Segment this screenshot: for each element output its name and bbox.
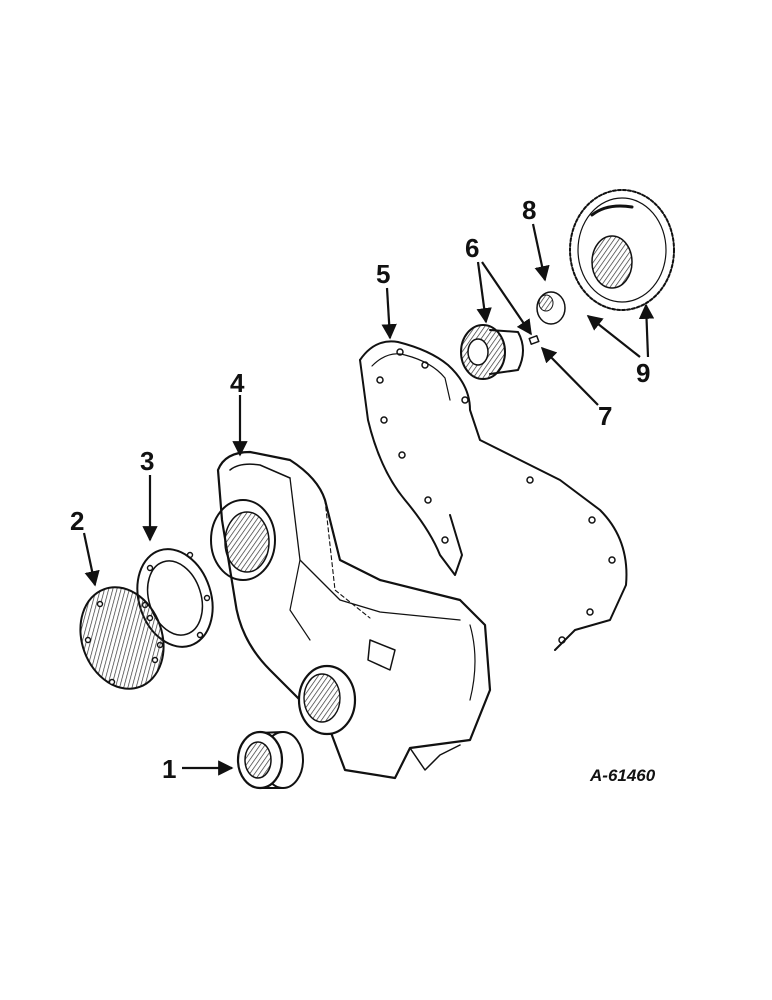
leader-9b — [638, 303, 655, 358]
part-4-gear-cover — [210, 450, 492, 780]
callout-3: 3 — [140, 446, 154, 476]
leader-5 — [381, 287, 397, 340]
leader-6a — [476, 261, 492, 324]
leader-2 — [82, 532, 100, 587]
callout-5: 5 — [376, 259, 390, 289]
part-1-seal — [236, 730, 304, 790]
callout-6: 6 — [465, 233, 479, 263]
part-5-gasket — [359, 340, 628, 651]
callout-1: 1 — [162, 754, 176, 784]
leader-9a — [586, 315, 641, 358]
callout-2: 2 — [70, 506, 84, 536]
callout-9: 9 — [636, 358, 650, 388]
leader-6b — [481, 261, 532, 336]
reference-code: A-61460 — [589, 766, 656, 785]
callout-8: 8 — [522, 195, 536, 225]
part-9-gear — [569, 189, 675, 311]
leader-7 — [540, 346, 599, 406]
callout-7: 7 — [598, 401, 612, 431]
part-2-cover-plate — [79, 586, 165, 690]
leader-8 — [531, 223, 550, 282]
leader-lines — [82, 223, 655, 776]
part-8-sleeve — [536, 291, 566, 325]
part-6-hub — [460, 324, 524, 380]
callout-4: 4 — [230, 368, 245, 398]
part-7-key — [528, 335, 540, 345]
